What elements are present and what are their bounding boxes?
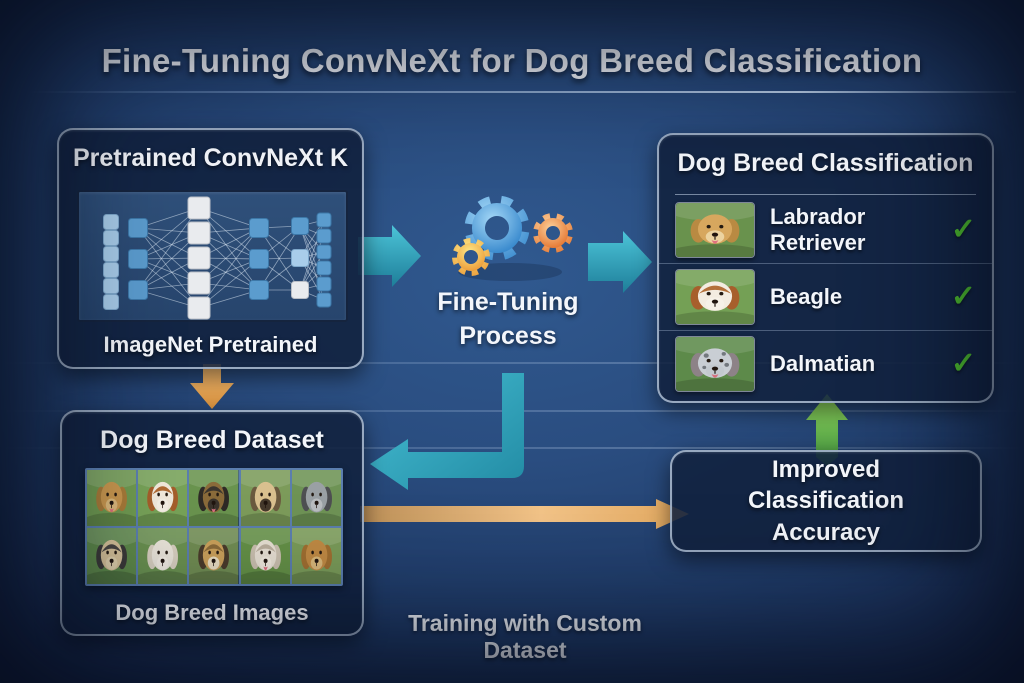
pretrained-box-caption: ImageNet Pretrained	[103, 332, 318, 357]
beagle-photo	[675, 269, 755, 325]
dog-photo	[87, 470, 137, 526]
arrow-pretrained-to-process	[358, 225, 421, 287]
improved-accuracy-label: Improved Classification Accuracy	[747, 456, 905, 546]
gears-icon	[452, 195, 573, 281]
dataset-box-caption: Dog Breed Images	[115, 600, 309, 625]
classification-row: Beagle ✓	[659, 263, 992, 330]
page-title: Fine-Tuning ConvNeXt for Dog Breed Class…	[101, 42, 923, 79]
dataset-box-title: Dog Breed Dataset	[100, 426, 324, 454]
arrow-process-to-classification	[588, 231, 652, 293]
improved-accuracy-box: Improved Classification Accuracy	[670, 450, 982, 552]
neural-network-diagram	[77, 190, 348, 322]
classification-row: Labrador Retriever ✓	[659, 196, 992, 263]
breed-label: Beagle	[770, 284, 843, 309]
breed-label: Dalmatian	[770, 351, 876, 376]
check-icon: ✓	[950, 280, 976, 313]
dog-photo	[291, 470, 341, 526]
dog-photo	[291, 528, 341, 584]
check-icon: ✓	[950, 347, 976, 380]
classification-box-title: Dog Breed Classification	[677, 149, 974, 177]
arrow-dataset-to-improved	[360, 499, 689, 529]
classification-row: Dalmatian ✓	[659, 330, 992, 397]
dog-photo	[87, 528, 137, 584]
check-icon: ✓	[950, 212, 976, 246]
pretrained-convnext-box: Pretrained ConvNeXt K ImageNet Pretraine…	[57, 128, 364, 369]
background-streak	[0, 362, 1024, 364]
dataset-box: Dog Breed Dataset Dog Breed Images	[60, 410, 364, 636]
process-label: Fine-Tuning Process	[437, 288, 579, 350]
dog-image-grid	[85, 468, 343, 586]
breed-label: Labrador Retriever	[770, 203, 866, 255]
classification-rows: Labrador Retriever ✓ Beagle ✓ Dalmatian …	[659, 196, 992, 401]
dog-photo	[240, 470, 290, 526]
dog-photo	[240, 528, 290, 584]
dalmatian-photo	[675, 336, 755, 392]
footer-caption: Training with Custom Dataset	[408, 610, 642, 663]
arrow-pretrained-to-dataset	[190, 364, 234, 409]
pretrained-box-title: Pretrained ConvNeXt K	[72, 144, 349, 172]
arrow-process-to-dataset	[370, 373, 524, 490]
dog-photo	[189, 528, 239, 584]
divider	[675, 194, 976, 195]
dog-photo	[189, 470, 239, 526]
dog-photo	[138, 470, 188, 526]
title-underline	[28, 91, 1016, 93]
dog-photo	[138, 528, 188, 584]
classification-box: Dog Breed Classification Labrador Retrie…	[657, 133, 994, 403]
labrador-photo	[675, 201, 755, 258]
